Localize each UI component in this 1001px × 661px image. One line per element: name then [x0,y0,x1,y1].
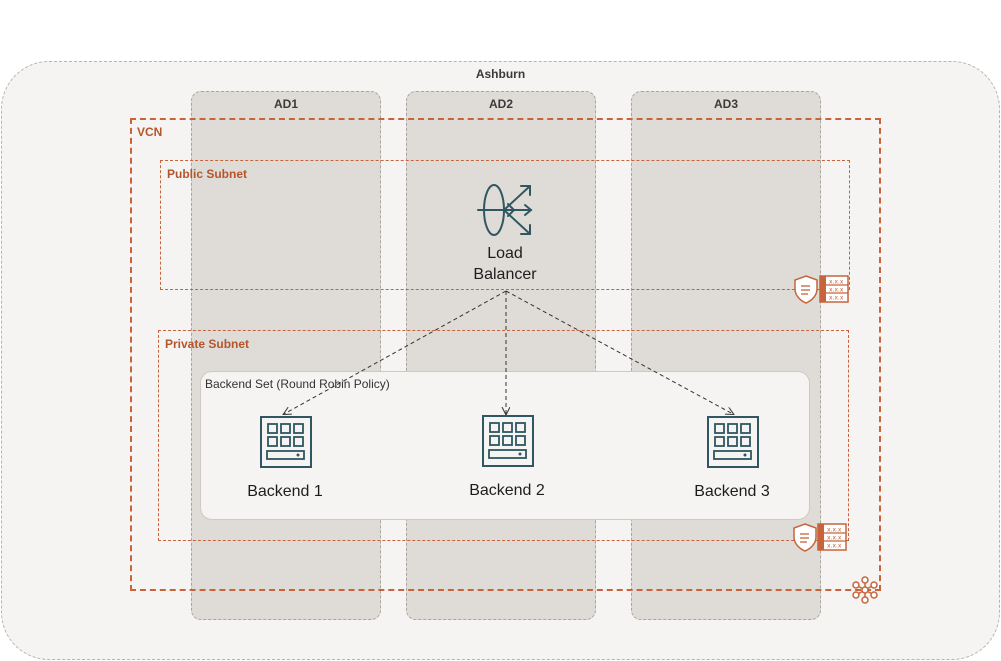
svg-text:x.x.x: x.x.x [827,527,842,534]
svg-text:x.x.x: x.x.x [829,295,844,302]
private-subnet-label: Private Subnet [165,337,250,351]
availability-domain-3 [631,91,821,620]
load-balancer-icon [477,184,533,236]
vcn-label: VCN [137,125,163,139]
backend-2-server-icon [482,415,534,467]
backend-1-server-icon [260,416,312,468]
svg-text:x.x.x: x.x.x [829,287,844,294]
public-subnet [160,160,850,290]
public-subnet-label: Public Subnet [167,167,248,181]
load-balancer-label-line2: Balancer [473,266,537,283]
vcn-icon [852,576,878,604]
lb-to-backend-connectors [284,290,733,414]
backend-1-label: Backend 1 [247,483,323,500]
svg-text:x.x.x: x.x.x [827,535,842,542]
availability-domain-2 [406,91,596,620]
ad1-label: AD1 [273,97,298,111]
load-balancer-label-line1: Load [487,245,523,262]
ad3-label: AD3 [713,97,738,111]
backend-3-label: Backend 3 [694,483,770,500]
region-label: Ashburn [475,67,526,81]
private-security-list-icon [793,523,817,552]
svg-text:x.x.x: x.x.x [827,543,842,550]
backend-3-server-icon [707,416,759,468]
connector-backend-3 [505,290,733,414]
connector-backend-1 [284,290,507,414]
public-security-list-icon [794,275,818,304]
private-subnet [158,330,849,541]
load-balancer-label: Load Balancer [425,243,585,285]
availability-domain-1 [191,91,381,620]
private-route-table-icon: x.x.x x.x.x x.x.x [817,523,847,551]
backend-2-label: Backend 2 [469,482,545,499]
ad2-label: AD2 [488,97,513,111]
svg-text:x.x.x: x.x.x [829,279,844,286]
vcn-boundary [130,118,881,591]
public-route-table-icon: x.x.x x.x.x x.x.x [819,275,849,303]
